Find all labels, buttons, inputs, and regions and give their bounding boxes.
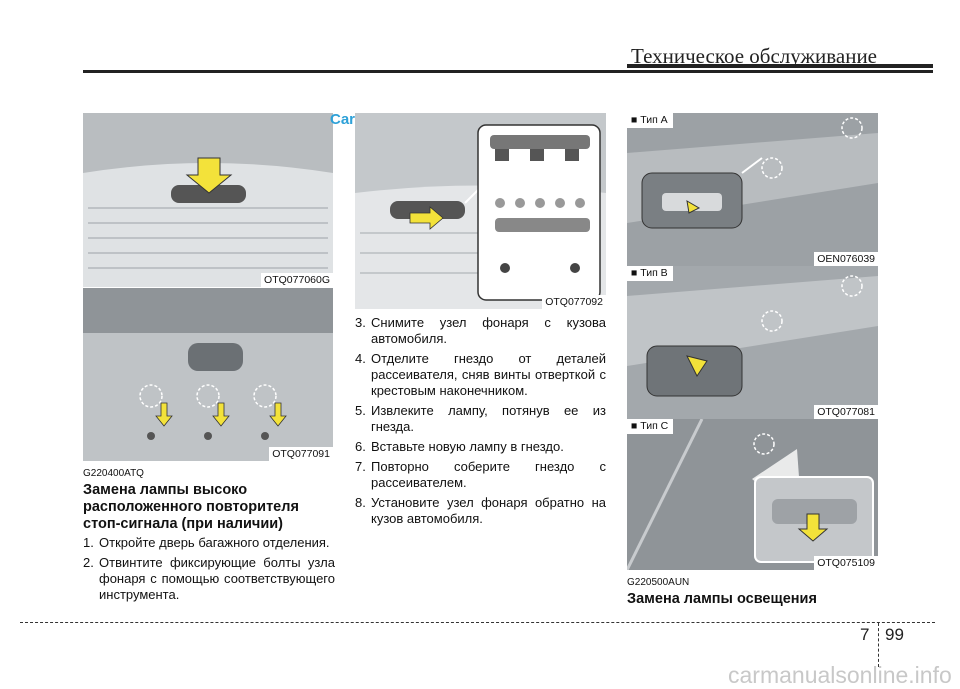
section-title: Замена лампы освещения <box>627 591 817 607</box>
section-code: G220400ATQ <box>83 468 144 479</box>
rear-window-illustration <box>83 113 333 287</box>
header-rule-thick <box>627 64 933 68</box>
figure-code: OEN076039 <box>814 252 878 266</box>
footer-dashed-rule <box>20 622 935 623</box>
figure-code: OTQ077081 <box>814 405 878 419</box>
footer-divider <box>878 623 879 667</box>
type-b-illustration <box>627 266 878 419</box>
arrow-icon <box>686 200 701 214</box>
figure-type-b: ■ Тип B OTQ077081 <box>627 266 878 419</box>
type-tag: ■ Тип A <box>627 113 673 128</box>
figure-type-c: ■ Тип C OTQ075109 <box>627 419 878 570</box>
figure-type-a: ■ Тип A OEN076039 <box>627 113 878 266</box>
list-item: 2.Отвинтите фиксирующие болты узла фонар… <box>83 555 335 602</box>
list-item: 8.Установите узел фонаря обратно на кузо… <box>355 495 606 526</box>
figure-rear-window-lamp: OTQ077060G <box>83 113 333 287</box>
steps-list: 3.Снимите узел фонаря с кузова автомобил… <box>355 315 606 531</box>
arrow-icon <box>686 355 708 377</box>
list-item: 4.Отделите гнездо от деталей рассеивател… <box>355 351 606 398</box>
figure-code: OTQ077060G <box>261 273 333 287</box>
list-item: 3.Снимите узел фонаря с кузова автомобил… <box>355 315 606 346</box>
figure-lamp-bolts: OTQ077091 <box>83 288 333 461</box>
type-c-illustration <box>627 419 878 570</box>
list-item: 7.Повторно соберите гнездо с рассеивател… <box>355 459 606 490</box>
section-title: Замена лампы высоко расположенного повто… <box>83 482 299 532</box>
footer-watermark: carmanualsonline.info <box>728 662 952 688</box>
assembly-illustration <box>355 113 606 309</box>
arrow-down-icon <box>212 402 230 427</box>
list-item: 6.Вставьте новую лампу в гнездо. <box>355 439 564 454</box>
page-number: 99 <box>885 625 904 644</box>
bolts-illustration <box>83 288 333 461</box>
type-a-illustration <box>627 113 878 266</box>
arrow-down-icon <box>797 513 829 542</box>
figure-code: OTQ077092 <box>542 295 606 309</box>
type-tag: ■ Тип B <box>627 266 673 281</box>
figure-code: OTQ075109 <box>814 556 878 570</box>
figure-lamp-assembly: OTQ077092 <box>355 113 606 309</box>
figure-code: OTQ077091 <box>269 447 333 461</box>
arrow-down-icon <box>185 157 233 194</box>
type-tag: ■ Тип C <box>627 419 674 434</box>
steps-list: 1.Откройте дверь багажного отделения. 2.… <box>83 535 335 607</box>
list-item: 1.Откройте дверь багажного отделения. <box>83 535 330 550</box>
arrow-icon <box>409 206 444 230</box>
section-code: G220500AUN <box>627 577 690 588</box>
arrow-down-icon <box>155 402 173 427</box>
list-item: 5.Извлеките лампу, потянув ее из гнезда. <box>355 403 606 434</box>
header-rule <box>83 70 933 73</box>
chapter-number: 7 <box>860 625 870 644</box>
arrow-down-icon <box>269 402 287 427</box>
